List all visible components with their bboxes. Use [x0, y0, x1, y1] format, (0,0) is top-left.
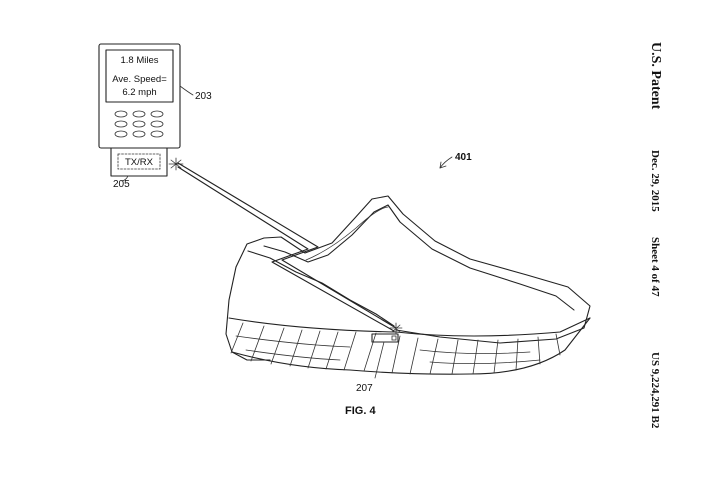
speed-value: 6.2 mph	[122, 87, 156, 98]
keypad-button-icon	[150, 110, 164, 118]
date-label: Dec. 29, 2015	[649, 150, 661, 212]
transceiver-module: TX/RX 205	[110, 147, 184, 190]
ref-205: 205	[113, 179, 130, 190]
sensor-module	[371, 333, 399, 343]
wireless-link-icon	[177, 162, 397, 332]
antenna-star-icon	[168, 157, 184, 171]
patent-number-label: US 9,224,291 B2	[649, 352, 661, 429]
ref-203: 203	[195, 91, 212, 102]
distance-readout: 1.8 Miles	[120, 55, 158, 66]
keypad-button-icon	[132, 120, 146, 128]
ref-401-callout: 401	[439, 152, 472, 169]
speed-label: Ave. Speed=	[112, 74, 167, 85]
keypad	[114, 110, 164, 138]
keypad-button-icon	[114, 120, 128, 128]
handheld-device: 1.8 Miles Ave. Speed= 6.2 mph 203	[98, 43, 212, 149]
keypad-button-icon	[132, 110, 146, 118]
figure-caption: FIG. 4	[345, 405, 376, 417]
antenna-star-icon	[389, 322, 403, 335]
sheet-label: Sheet 4 of 47	[649, 237, 661, 297]
keypad-button-icon	[150, 120, 164, 128]
publisher-label: U.S. Patent	[648, 42, 663, 110]
ref-401: 401	[455, 152, 472, 163]
ref-207: 207	[356, 383, 373, 394]
keypad-button-icon	[114, 130, 128, 138]
keypad-button-icon	[114, 110, 128, 118]
keypad-button-icon	[150, 130, 164, 138]
shoe-illustration: 207	[225, 195, 591, 394]
transceiver-label: TX/RX	[125, 157, 154, 168]
keypad-button-icon	[132, 130, 146, 138]
